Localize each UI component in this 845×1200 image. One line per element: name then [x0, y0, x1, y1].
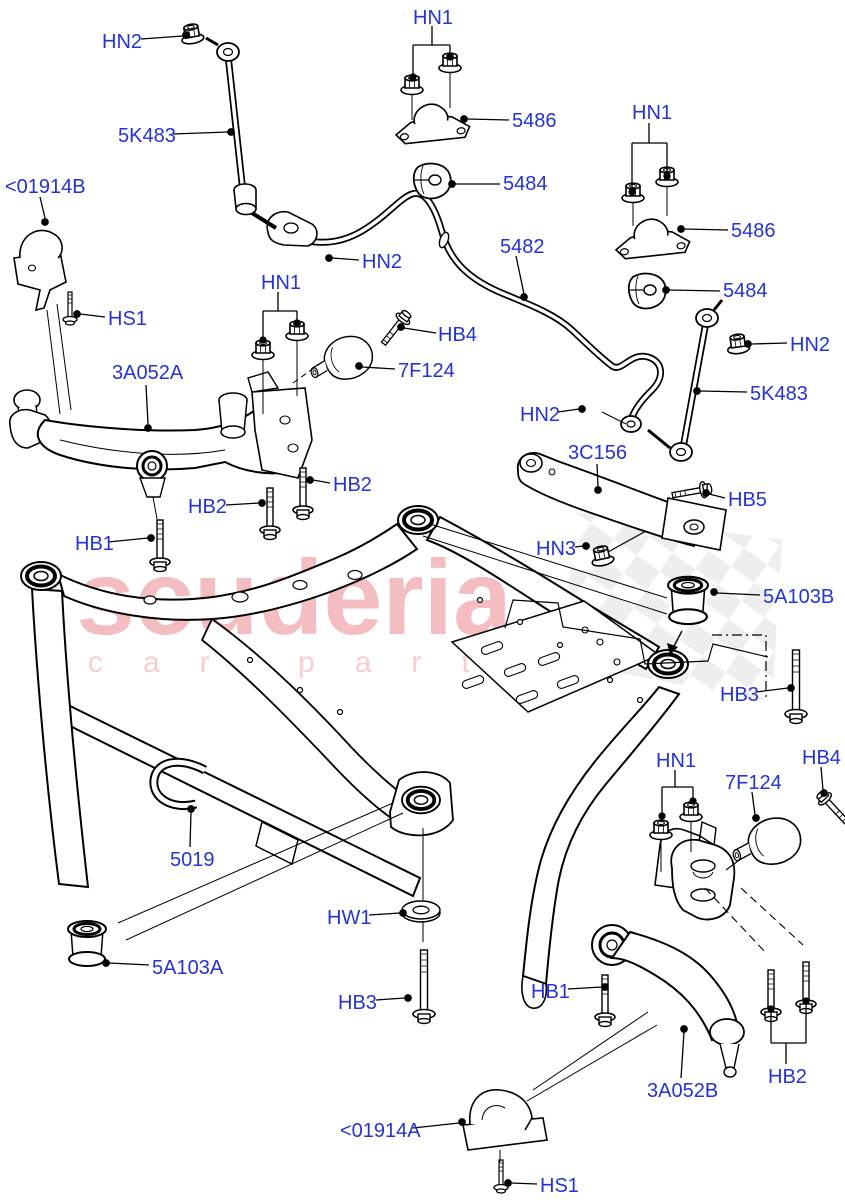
label-hn2-right-link[interactable]: HN2	[790, 334, 831, 356]
label-7f124-left[interactable]: 7F124	[398, 360, 455, 382]
label-hs1-right[interactable]: HS1	[540, 1175, 579, 1197]
part-lower-arm-3a052b	[591, 786, 845, 1078]
label-01914a[interactable]: <01914A	[340, 1120, 421, 1142]
label-hb4-right[interactable]: HB4	[802, 747, 841, 769]
frame-holes	[143, 569, 644, 716]
part-bracket-01914b	[13, 229, 78, 326]
label-hn1-right-arm[interactable]: HN1	[656, 750, 697, 772]
label-hb3-center[interactable]: HB3	[338, 992, 377, 1014]
label-hn3[interactable]: HN3	[536, 538, 577, 560]
part-stabilizer-link-left-5k483	[178, 21, 278, 230]
label-hb2-left-a[interactable]: HB2	[188, 496, 227, 518]
washer-hw1	[401, 900, 441, 923]
label-01914b[interactable]: <01914B	[5, 176, 86, 198]
part-bushing-5a103b	[666, 575, 767, 698]
label-hw1[interactable]: HW1	[327, 907, 372, 929]
label-hn2-bar-right[interactable]: HN2	[520, 404, 561, 426]
label-5a103a[interactable]: 5A103A	[152, 957, 224, 979]
label-hn1-top-right[interactable]: HN1	[632, 102, 673, 124]
label-hb2-left-b[interactable]: HB2	[333, 474, 372, 496]
nut-hn1-right-a	[649, 819, 673, 841]
label-hb3-right[interactable]: HB3	[720, 684, 759, 706]
part-bracket-3c156	[516, 452, 727, 569]
callout-leaders	[39, 26, 828, 1187]
label-3c156[interactable]: 3C156	[568, 442, 627, 464]
part-crossmember-5019	[19, 504, 769, 1009]
label-5019[interactable]: 5019	[170, 849, 215, 871]
bolt-hb3-center-and-washer-hw1	[401, 828, 441, 1025]
label-hn2-bar-left[interactable]: HN2	[362, 251, 403, 273]
pointer-lines	[46, 303, 668, 1102]
label-hs1-left[interactable]: HS1	[108, 308, 147, 330]
label-7f124-right[interactable]: 7F124	[725, 772, 782, 794]
part-stabilizer-link-right-5k483	[647, 299, 752, 462]
label-3a052a[interactable]: 3A052A	[112, 362, 184, 384]
label-5k483-right[interactable]: 5K483	[750, 383, 808, 405]
part-bushing-5a103a	[66, 919, 108, 968]
bolt-hb1-right	[594, 974, 616, 1028]
label-hn2-top-left[interactable]: HN2	[102, 31, 143, 53]
label-5a103b[interactable]: 5A103B	[763, 586, 835, 608]
label-hb5[interactable]: HB5	[728, 489, 767, 511]
part-bushing-7f124-right	[726, 812, 806, 874]
label-hn1-top-center[interactable]: HN1	[413, 7, 454, 29]
part-lower-arm-3a052a	[8, 306, 415, 573]
label-hb2-right[interactable]: HB2	[768, 1066, 807, 1088]
part-clamp-5486-left	[391, 52, 472, 148]
bolt-hb4-right	[812, 786, 845, 829]
part-clamp-5486-right	[611, 166, 692, 263]
label-hb4-left[interactable]: HB4	[438, 324, 477, 346]
label-5482[interactable]: 5482	[500, 236, 545, 258]
label-5484-right[interactable]: 5484	[723, 280, 768, 302]
label-5k483-left[interactable]: 5K483	[118, 125, 176, 147]
bolt-hb4-left	[376, 306, 415, 350]
label-5484-left[interactable]: 5484	[503, 173, 548, 195]
part-bushing-5484-right	[627, 272, 667, 310]
part-bushing-5484-left	[412, 162, 452, 200]
bolt-hb2-left-a	[259, 487, 281, 541]
part-bushing-7f124-left	[303, 330, 378, 389]
label-5486-right[interactable]: 5486	[731, 220, 776, 242]
brake-pipe	[504, 599, 769, 665]
label-hb1-right[interactable]: HB1	[531, 981, 570, 1003]
label-hn1-left-arm[interactable]: HN1	[261, 272, 302, 294]
part-bracket-01914a	[462, 1089, 548, 1194]
label-3a052b[interactable]: 3A052B	[647, 1080, 719, 1102]
label-5486-left[interactable]: 5486	[512, 110, 557, 132]
part-stabilizer-bar-5482	[266, 189, 664, 433]
stiffener-slots	[461, 626, 621, 704]
nut-hn1-right-b	[679, 801, 703, 823]
label-hb1-left[interactable]: HB1	[75, 533, 114, 555]
watermark-subtext: car parts	[88, 646, 565, 679]
